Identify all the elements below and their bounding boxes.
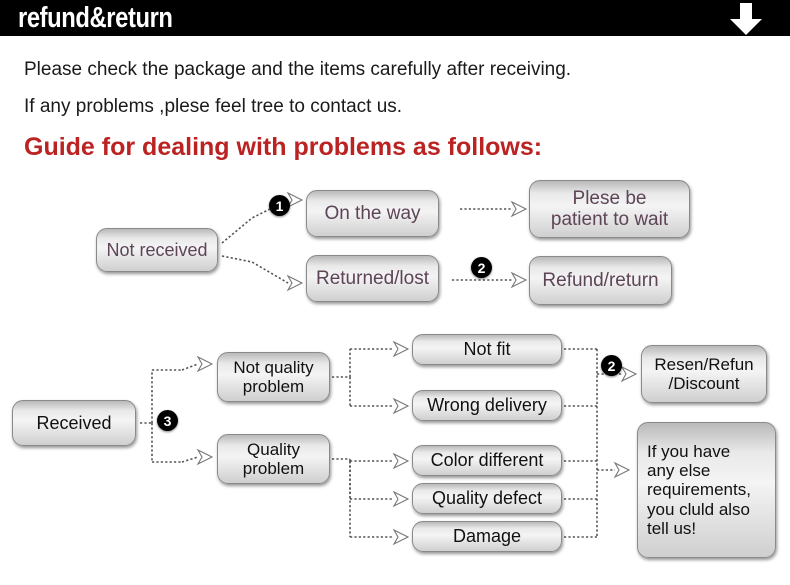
arrowhead	[511, 272, 527, 288]
node-not-fit: Not fit	[412, 334, 562, 365]
node-returned-lost: Returned/lost	[306, 255, 439, 302]
page-title: refund&return	[18, 2, 173, 34]
arrowhead	[511, 201, 527, 217]
node-label: Not fit	[463, 339, 511, 360]
step-badge-2b: 2	[601, 355, 622, 376]
node-resend-refund: Resen/Refun /Discount	[641, 345, 767, 403]
node-label: Refund/return	[542, 269, 659, 291]
node-not-quality: Not quality problem	[217, 352, 330, 402]
arrowhead	[287, 192, 303, 208]
header-bar	[0, 0, 790, 36]
down-arrow-icon	[730, 3, 762, 35]
node-label: Color different	[430, 450, 544, 471]
node-label: Not quality problem	[233, 357, 314, 396]
node-quality-defect: Quality defect	[412, 483, 562, 514]
arrowhead	[393, 341, 409, 357]
node-quality-problem: Quality problem	[217, 434, 330, 484]
intro-line-1: Please check the package and the items c…	[24, 59, 572, 80]
node-label: Resen/Refun /Discount	[654, 354, 754, 393]
node-plese-wait: Plese be patient to wait	[529, 180, 690, 238]
arrowhead	[197, 449, 213, 465]
node-not-received: Not received	[96, 228, 218, 272]
arrowhead	[614, 462, 630, 478]
step-badge-1: 1	[269, 195, 290, 216]
step-badge-2: 2	[471, 257, 492, 278]
node-on-the-way: On the way	[306, 190, 439, 237]
node-label: Received	[36, 412, 112, 433]
node-color-different: Color different	[412, 445, 562, 476]
node-label: Quality defect	[431, 488, 543, 509]
node-label: If you have any else requirements, you c…	[647, 442, 751, 538]
arrowhead	[393, 491, 409, 507]
arrowhead	[197, 356, 213, 372]
arrowhead	[621, 366, 637, 382]
node-label: On the way	[324, 202, 421, 224]
node-label: Quality problem	[242, 439, 305, 478]
node-contact-note: If you have any else requirements, you c…	[637, 422, 776, 558]
step-badge-3: 3	[157, 410, 178, 431]
guide-heading: Guide for dealing with problems as follo…	[24, 133, 543, 161]
node-label: Not received	[106, 239, 208, 260]
node-received: Received	[12, 400, 136, 446]
node-label: Returned/lost	[315, 267, 429, 289]
node-label: Plese be patient to wait	[550, 187, 669, 230]
arrowhead	[393, 529, 409, 545]
node-damage: Damage	[412, 521, 562, 552]
intro-line-2: If any problems ,plese feel tree to cont…	[24, 96, 403, 117]
arrowhead	[393, 453, 409, 469]
arrowhead	[287, 275, 303, 291]
arrowhead	[393, 398, 409, 414]
node-label: Wrong delivery	[427, 395, 547, 416]
node-wrong-delivery: Wrong delivery	[412, 390, 562, 421]
node-label: Damage	[452, 526, 522, 547]
node-refund-return: Refund/return	[529, 256, 672, 305]
